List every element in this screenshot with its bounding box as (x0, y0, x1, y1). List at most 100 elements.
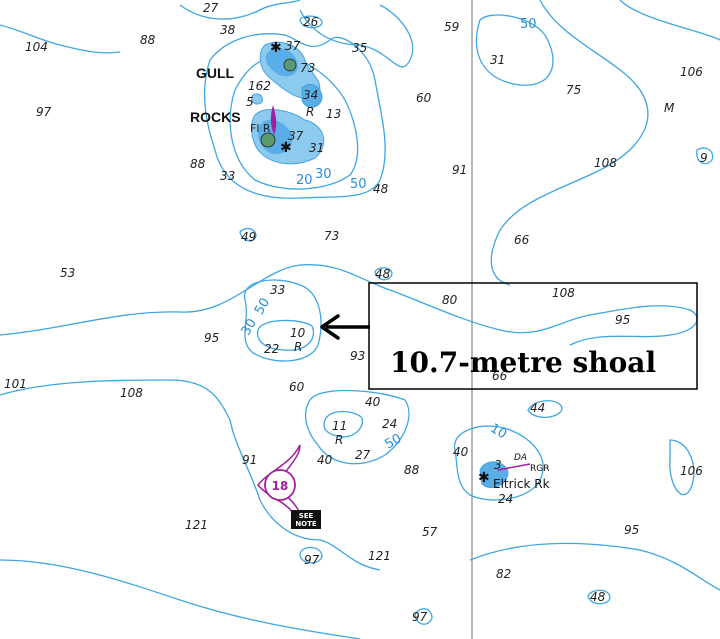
eltrick-rock-label: Eltrick Rk (493, 477, 550, 491)
sounding: 66 (492, 369, 508, 383)
rock-icon: ✱ (280, 140, 292, 156)
sounding: 33 (220, 169, 235, 183)
sounding: 93 (350, 349, 365, 363)
sounding: 80 (442, 293, 458, 307)
sounding: 40 (317, 453, 333, 467)
gull-rocks-label: GULL (196, 65, 235, 81)
sounding: 24 (498, 492, 513, 506)
sounding: 66 (514, 233, 530, 247)
sounding: 91 (242, 453, 257, 467)
sounding: 88 (404, 463, 420, 477)
contour-label: 30 (239, 316, 260, 338)
sounding: 40 (453, 445, 469, 459)
sounding: 33 (270, 283, 285, 297)
sounding: 38 (220, 23, 236, 37)
sounding: 97 (304, 553, 320, 567)
contour-label: 10 (487, 421, 509, 442)
sounding: 24 (382, 417, 397, 431)
sounding: 9 (700, 151, 708, 165)
sounding: 108 (552, 286, 575, 300)
rock-icon: ✱ (478, 470, 490, 486)
contour-label: 50 (350, 177, 367, 192)
sounding: 35 (352, 41, 367, 55)
sounding: 10 (290, 326, 306, 340)
sounding: 75 (566, 83, 581, 97)
sounding: 5 (246, 95, 254, 109)
sounding: 31 (490, 53, 505, 67)
sounding: 11 (332, 419, 347, 433)
contour-label: 30 (315, 167, 332, 182)
sounding: 121 (368, 549, 391, 563)
arrow-left-icon (320, 314, 370, 340)
sounding: 37 (288, 129, 304, 143)
sounding: 22 (264, 342, 279, 356)
contour-labels: 50 50 30 20 10 50 30 50 (239, 17, 537, 452)
see-note-label: SEE (299, 512, 314, 520)
rock-icon: ✱ (270, 40, 282, 56)
sounding: R (294, 340, 302, 354)
sounding: 88 (140, 33, 156, 47)
see-note-box: SEE NOTE (291, 510, 321, 529)
gull-rocks-label: ROCKS (190, 109, 241, 125)
shoal-callout: 10.7-metre shoal (320, 282, 698, 390)
sounding: 88 (190, 157, 206, 171)
sounding: 95 (204, 331, 219, 345)
contour-label: 20 (296, 173, 313, 188)
sounding: 101 (4, 377, 27, 391)
magenta-circle-icon (264, 469, 296, 501)
sounding: 48 (373, 182, 389, 196)
eltrick-light-label: RGR (530, 464, 549, 474)
magenta-mark-label: 18 (272, 479, 289, 493)
sounding: 48 (375, 267, 391, 281)
sounding: 73 (324, 229, 339, 243)
sounding: 121 (185, 518, 208, 532)
sounding: 13 (326, 107, 341, 121)
sounding: 44 (530, 401, 545, 415)
sounding: 162 (248, 79, 271, 93)
sounding: 59 (444, 20, 459, 34)
sounding: 82 (496, 567, 511, 581)
light-characteristic: Fl R (250, 122, 271, 135)
sounding: 57 (422, 525, 438, 539)
sounding: R (335, 433, 343, 447)
sounding: 3 (494, 458, 502, 472)
sounding: 97 (36, 105, 52, 119)
contour-label: 50 (252, 296, 273, 318)
sounding: 40 (365, 395, 381, 409)
sounding: 26 (303, 15, 319, 29)
sounding: 95 (615, 313, 630, 327)
sounding: 31 (309, 141, 324, 155)
callout-box (368, 282, 698, 390)
sounding: 37 (285, 39, 301, 53)
see-note-label: NOTE (295, 520, 317, 528)
sounding: 97 (412, 610, 428, 624)
light-flare-icon (270, 105, 277, 135)
callout-label: 10.7-metre shoal (390, 346, 656, 379)
shoal-areas (251, 41, 509, 488)
eltrick-danger-label: DA (514, 453, 527, 463)
sounding: 108 (594, 156, 617, 170)
sounding: 60 (289, 380, 305, 394)
sounding: 27 (203, 1, 219, 15)
sounding: 104 (25, 40, 48, 54)
sounding: 60 (416, 91, 432, 105)
contour-label: 50 (520, 17, 537, 32)
soundings: 27 26 38 104 88 35 59 31 106 97 75 M 60 … (4, 1, 708, 624)
sounding: 73 (300, 61, 315, 75)
contour-label: 50 (382, 431, 404, 452)
sounding: 53 (60, 266, 75, 280)
rock-symbols: ✱ ✱ ✱ (270, 40, 490, 486)
sounding: 106 (680, 464, 703, 478)
sounding: 108 (120, 386, 143, 400)
sounding: 106 (680, 65, 703, 79)
sounding: 91 (452, 163, 467, 177)
sounding: 49 (241, 230, 256, 244)
sounding: 48 (590, 590, 606, 604)
sounding: 27 (355, 448, 371, 462)
sounding: 95 (624, 523, 639, 537)
sounding: M (664, 101, 675, 115)
sounding: R (306, 105, 314, 119)
